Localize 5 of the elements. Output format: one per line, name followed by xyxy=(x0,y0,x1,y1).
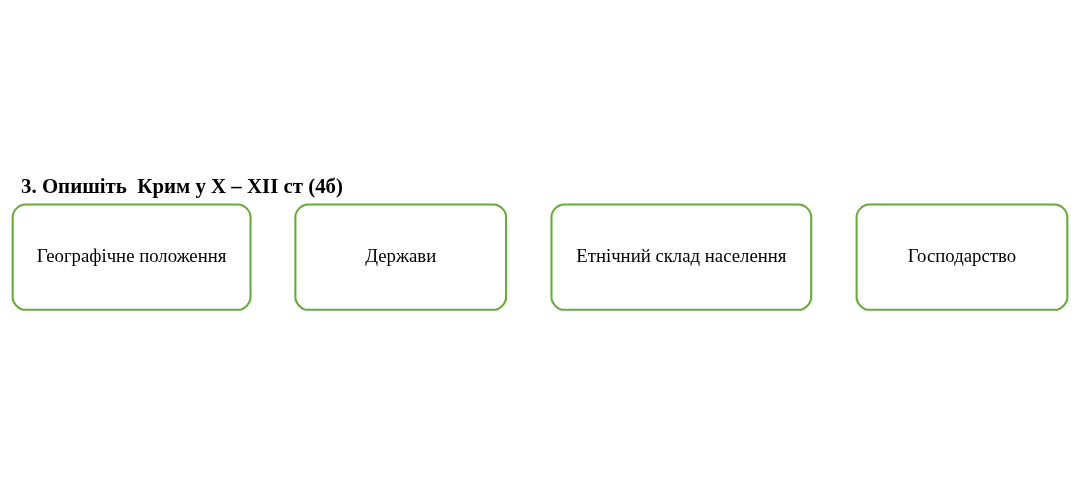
node-box: Держави xyxy=(294,202,508,311)
node-box: Господарство xyxy=(855,202,1069,311)
diagram-title: 3. Опишіть Крим у Х – ХІІ ст (4б) xyxy=(21,173,343,198)
node-box: Етнічний склад населення xyxy=(550,202,813,311)
node-box: Географічне положення xyxy=(11,202,252,311)
